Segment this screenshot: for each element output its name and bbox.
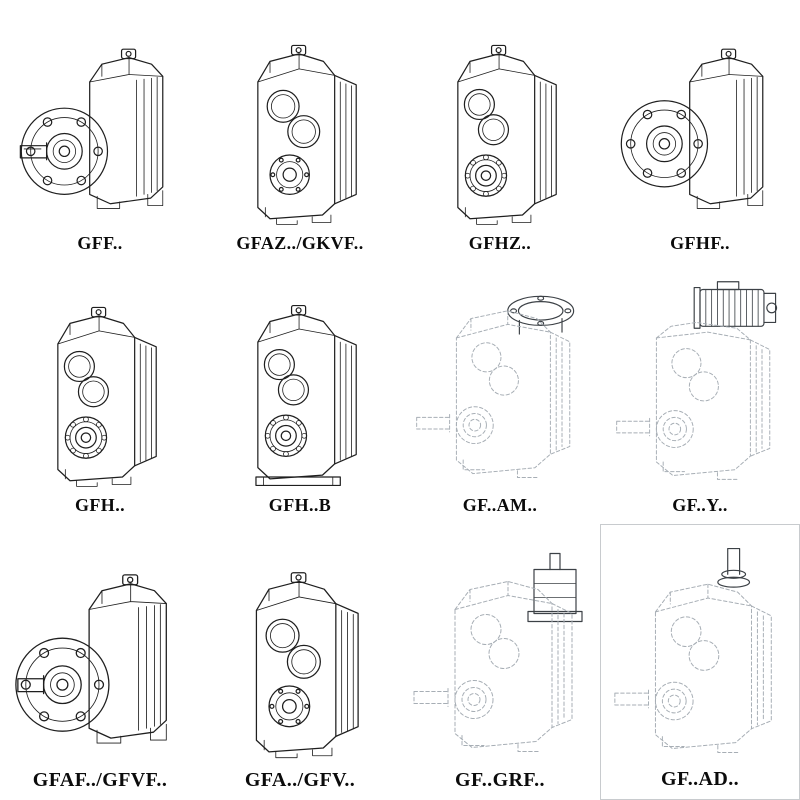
gearbox-label: GFH..B (268, 495, 332, 515)
gearbox-label: GF..GRF.. (455, 769, 545, 791)
gearbox-label: GFA../GFV.. (244, 769, 356, 791)
cell-gf-grf: GF..GRF.. (400, 524, 600, 800)
gearbox-label: GFAF../GFVF.. (32, 769, 168, 791)
gearbox-flange-drawing (15, 574, 167, 744)
cell-gff: GFF.. (0, 0, 200, 262)
gearbox-bearing-hub-base-drawing (255, 304, 357, 487)
cell-gfhf: GFHF.. (600, 0, 800, 262)
gearbox-bearing-hub-drawing (57, 306, 157, 487)
gearbox-label: GFHF.. (670, 233, 730, 253)
gearbox-label: GF..Y.. (672, 495, 728, 515)
gearbox-flange-drawing (620, 48, 764, 209)
cell-gfa-gfv: GFA../GFV.. (200, 524, 400, 800)
cell-gfhz: GFHZ.. (400, 0, 600, 262)
gearbox-phantom-adapter-drawing (413, 552, 583, 752)
gearbox-label: GFF.. (77, 233, 123, 253)
gearbox-label: GFH.. (75, 495, 125, 515)
cell-gfaf-gfvf: GFAF../GFVF.. (0, 524, 200, 800)
gearbox-label: GF..AD.. (660, 768, 740, 790)
cell-gf-am: GF..AM.. (400, 262, 600, 524)
cell-gf-y: GF..Y.. (600, 262, 800, 524)
cell-gfaz-gkvf: GFAZ../GKVF.. (200, 0, 400, 262)
gearbox-label: GF..AM.. (462, 495, 538, 515)
gearbox-label: GFAZ../GKVF.. (236, 233, 364, 253)
gearbox-flange-drawing (19, 48, 164, 209)
gearbox-phantom-shaft-top-drawing (614, 547, 772, 753)
cell-gfh: GFH.. (0, 262, 200, 524)
cell-gfh-b: GFH..B (200, 262, 400, 524)
gearbox-phantom-flange-top-drawing (416, 295, 575, 478)
gearbox-face-bores-drawing (257, 44, 357, 225)
gearbox-label: GFHZ.. (468, 233, 532, 253)
gearbox-face-bores-drawing (255, 572, 359, 759)
gearbox-phantom-motor-drawing (616, 281, 778, 480)
gearbox-bearing-hub-drawing (457, 44, 557, 225)
cell-gf-ad: GF..AD.. (600, 524, 800, 800)
